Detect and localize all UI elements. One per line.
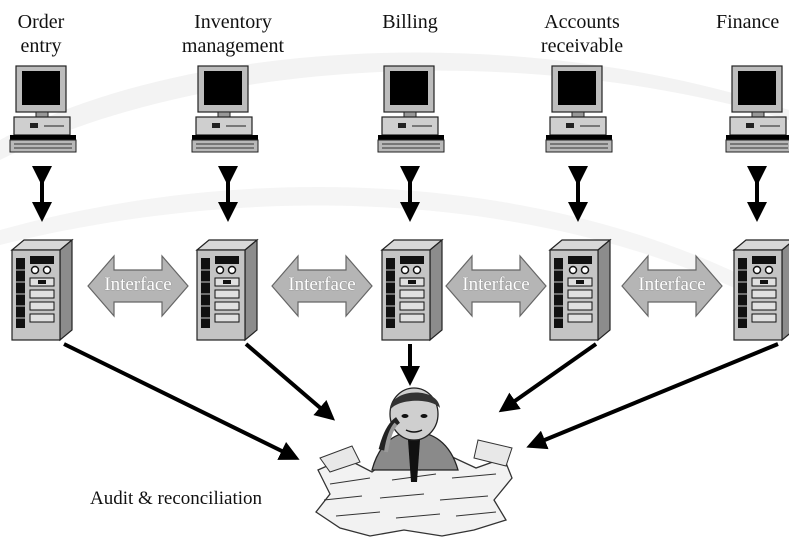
server-tower-icon — [549, 239, 611, 341]
desktop-computer-icon — [9, 65, 77, 153]
interface-label: Interface — [638, 274, 706, 295]
server-tower-icon — [733, 239, 789, 341]
dept-label-inventory-management: Inventory management — [181, 11, 285, 57]
dept-label-order-entry: Order entry — [17, 11, 65, 57]
interface-label: Interface — [288, 274, 356, 295]
clerk-with-paperwork-icon — [315, 387, 513, 537]
desktop-computer-icon — [191, 65, 259, 153]
server-tower-icon — [196, 239, 258, 341]
server-tower-icon — [381, 239, 443, 341]
dept-label-billing: Billing — [382, 11, 438, 33]
connection-arrows — [32, 166, 767, 222]
desktop-computer-icon — [725, 65, 789, 153]
desktop-computer-icon — [377, 65, 445, 153]
audit-reconciliation-label: Audit & reconciliation — [90, 488, 263, 509]
audit-arrows — [63, 342, 779, 460]
server-tower-icon — [11, 239, 73, 341]
dept-label-finance: Finance — [716, 11, 780, 33]
interface-label: Interface — [462, 274, 530, 295]
dept-label-accounts-receivable: Accounts receivable — [540, 11, 624, 57]
desktop-computer-icon — [545, 65, 613, 153]
interface-label: Interface — [104, 274, 172, 295]
